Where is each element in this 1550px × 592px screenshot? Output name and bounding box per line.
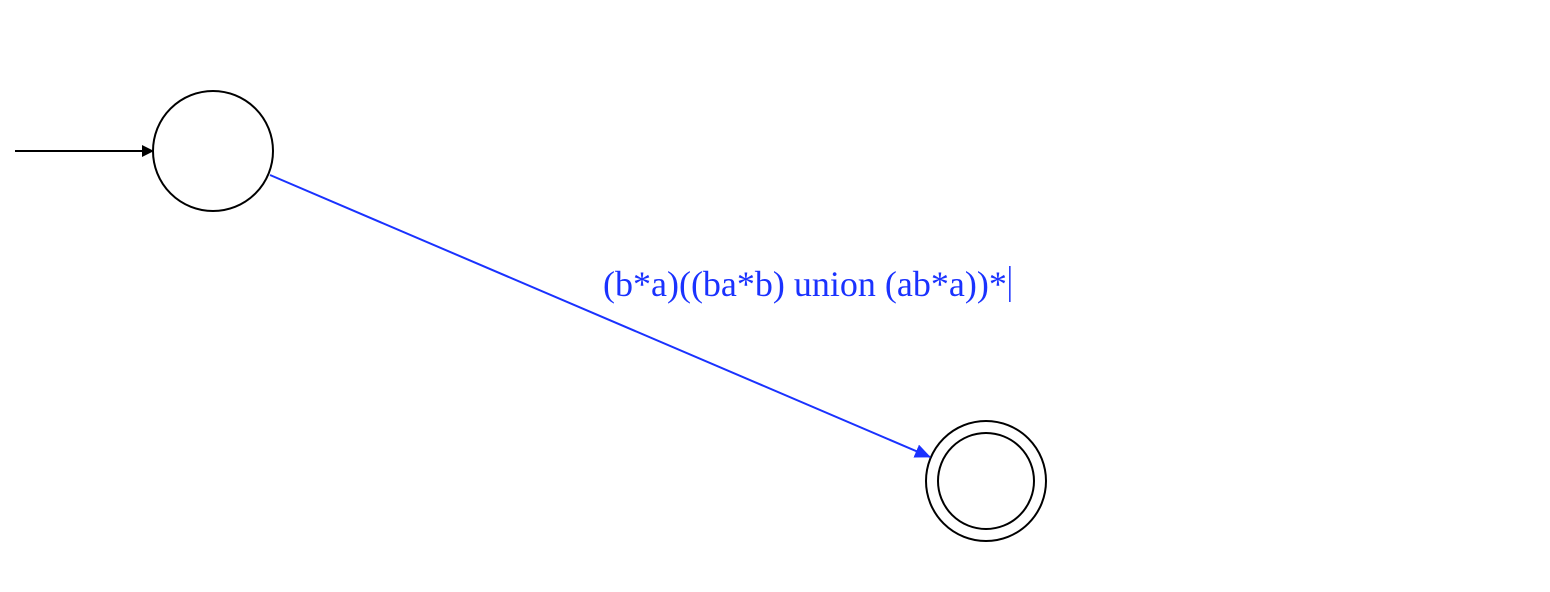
state-accepting-inner-ring: [937, 432, 1035, 530]
state-start[interactable]: [152, 90, 274, 212]
transition-edge[interactable]: [269, 174, 931, 458]
transition-label[interactable]: (b*a)((ba*b) union (ab*a))*: [603, 264, 1007, 304]
state-accepting[interactable]: [925, 420, 1047, 542]
state-accepting-outer-ring: [925, 420, 1047, 542]
